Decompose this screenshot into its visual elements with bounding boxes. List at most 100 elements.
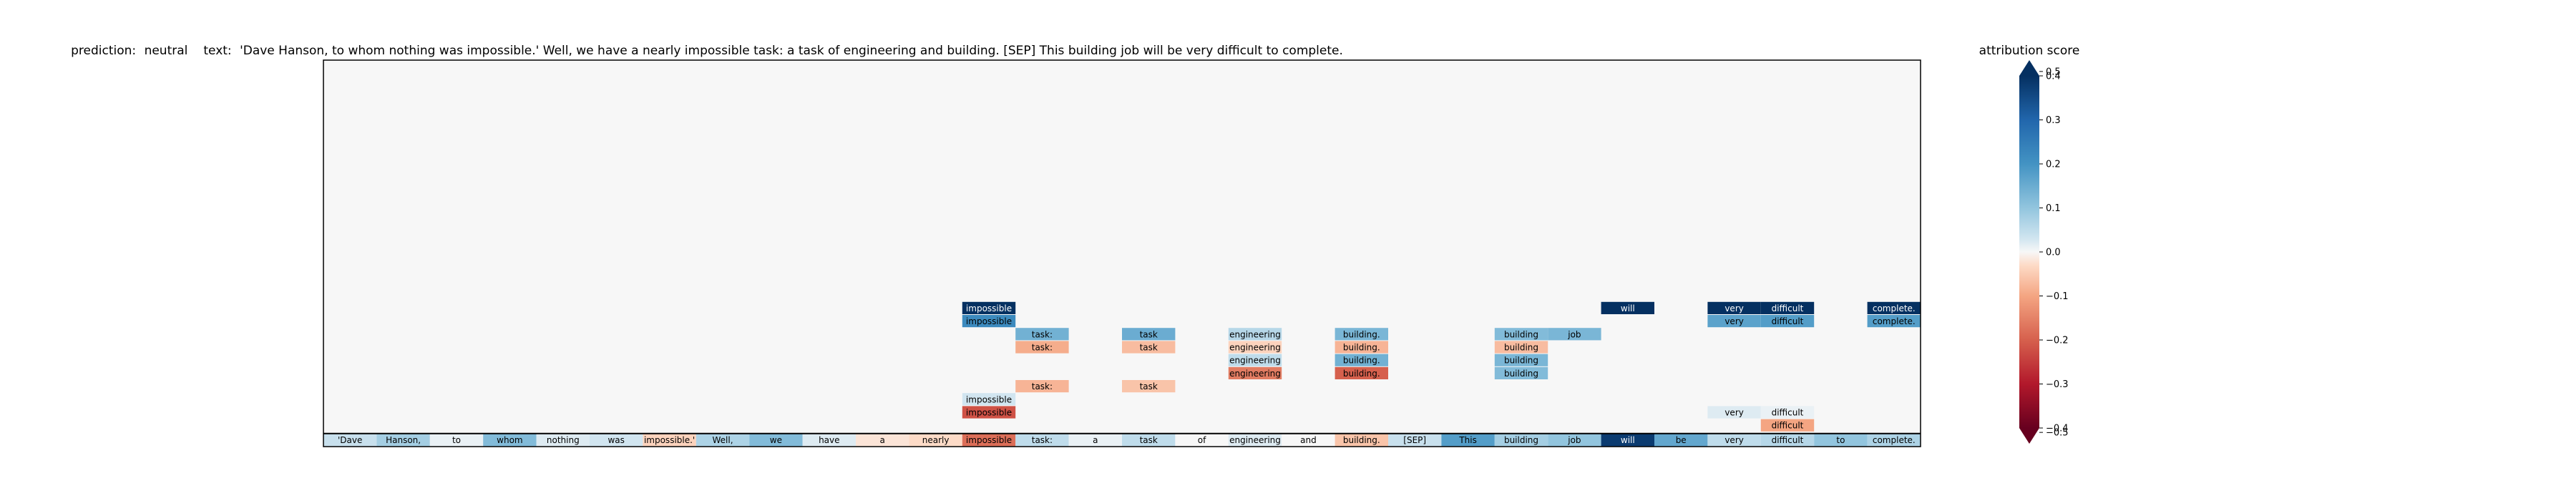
attribution-cell (1760, 406, 1815, 419)
colorbar-tick: 0.0 (2046, 248, 2061, 258)
attribution-cell-label: very (1724, 303, 1744, 313)
attribution-cell-label: complete. (1873, 303, 1916, 313)
attribution-cell (1494, 341, 1548, 354)
base-token-label: task (1140, 435, 1158, 445)
title-text-label: text: (203, 44, 231, 58)
base-token-label: building (1504, 435, 1538, 445)
attribution-cell-label: building (1504, 343, 1538, 353)
base-token-label: impossible.' (644, 435, 695, 445)
attribution-cell (1867, 301, 1921, 314)
base-token-label: task: (1032, 435, 1053, 445)
colorbar-tick: 0.1 (2046, 203, 2061, 214)
colorbar-gradient (2019, 76, 2039, 428)
base-token-cell (1814, 433, 1868, 447)
attribution-cell (1335, 341, 1388, 354)
base-token-cell (429, 433, 484, 447)
base-token-label: building. (1343, 435, 1380, 445)
attribution-cell-label: very (1724, 408, 1744, 418)
base-token-label: [SEP] (1403, 435, 1426, 445)
base-token-label: a (1093, 435, 1098, 445)
base-token-cell (376, 433, 430, 447)
attribution-cell (1707, 406, 1761, 419)
colorbar-max-extend-arrow (2019, 60, 2039, 76)
plot-frame (323, 59, 1921, 447)
base-token-cell (1068, 433, 1122, 447)
base-token-label: engineering (1229, 435, 1281, 445)
attribution-cell-label: impossible (966, 316, 1012, 326)
attribution-cell-label: task (1140, 329, 1158, 339)
base-token-cell (856, 433, 909, 447)
attribution-cell (1122, 341, 1176, 354)
base-token-cell (1388, 433, 1442, 447)
attribution-cell (962, 315, 1016, 328)
base-token-cell (1015, 433, 1069, 447)
attribution-cell (1707, 315, 1761, 328)
attribution-cell (1335, 366, 1388, 379)
attribution-cell-label: difficult (1772, 408, 1804, 418)
base-token-label: nearly (922, 435, 950, 445)
colorbar-min-extend-arrow (2019, 428, 2039, 444)
attribution-cell-label: task (1140, 381, 1158, 391)
attribution-cell-label: difficult (1772, 303, 1804, 313)
base-token-cell (590, 433, 643, 447)
base-token-label: will (1621, 435, 1635, 445)
base-token-label: whom (497, 435, 522, 445)
base-token-cell (749, 433, 803, 447)
base-token-cell (1122, 433, 1176, 447)
colorbar-tick: −0.4 (2046, 424, 2069, 434)
attribution-cell-label: engineering (1229, 356, 1281, 366)
base-token-label: impossible (966, 435, 1012, 445)
colorbar: 0.40.30.20.10.0−0.1−0.2−0.3−0.40.5−0.5 (2019, 60, 2069, 444)
colorbar-tick: −0.2 (2046, 336, 2069, 346)
base-token-label: Hanson, (386, 435, 421, 445)
attribution-cell (962, 406, 1016, 419)
base-token-cell (962, 433, 1016, 447)
attribution-cell (1228, 366, 1282, 379)
attribution-cell-label: building (1504, 356, 1538, 366)
attribution-cell (962, 301, 1016, 314)
base-token-label: have (819, 435, 839, 445)
attribution-cell-label: task (1140, 343, 1158, 353)
base-token-cell (1760, 433, 1815, 447)
base-token-label: was (608, 435, 624, 445)
attribution-cell (1760, 301, 1815, 314)
colorbar-tick: −0.1 (2046, 291, 2069, 302)
base-token-cell (1441, 433, 1495, 447)
colorbar-tick: 0.2 (2046, 160, 2061, 170)
base-token-label: a (880, 435, 885, 445)
colorbar-tick: 0.4 (2046, 72, 2061, 82)
attribution-cell (1122, 380, 1176, 393)
attribution-cell (1228, 328, 1282, 341)
base-token-label: nothing (547, 435, 580, 445)
attribution-cell-label: engineering (1229, 343, 1281, 353)
attribution-cell (1494, 354, 1548, 366)
base-token-cell (1654, 433, 1708, 447)
attribution-cell-label: difficult (1772, 421, 1804, 431)
base-token-cell (643, 433, 696, 447)
attribution-cell-label: will (1621, 303, 1635, 313)
base-token-label: to (1836, 435, 1845, 445)
title-prediction-label: prediction: (71, 44, 136, 58)
colorbar-tick: −0.3 (2046, 379, 2069, 390)
attribution-cell-label: building (1504, 329, 1538, 339)
attribution-cell (1548, 328, 1601, 341)
attribution-cell-label: engineering (1229, 369, 1281, 379)
attribution-cell (1494, 328, 1548, 341)
attribution-cell (1601, 301, 1654, 314)
attribution-cell (1760, 315, 1815, 328)
base-token-cell (323, 433, 377, 447)
attribution-cell-label: building. (1343, 369, 1380, 379)
base-token-label: job (1567, 435, 1581, 445)
attribution-cell-label: building. (1343, 343, 1380, 353)
base-token-label: and (1300, 435, 1317, 445)
base-token-label: be (1676, 435, 1687, 445)
attribution-cell (1015, 328, 1069, 341)
attribution-cell (1335, 354, 1388, 366)
base-token-cell (1282, 433, 1335, 447)
title-text-value: 'Dave Hanson, to whom nothing was imposs… (240, 44, 1343, 58)
base-token-cell (696, 433, 750, 447)
colorbar-extra-tick: −0.5 (2046, 428, 2069, 439)
